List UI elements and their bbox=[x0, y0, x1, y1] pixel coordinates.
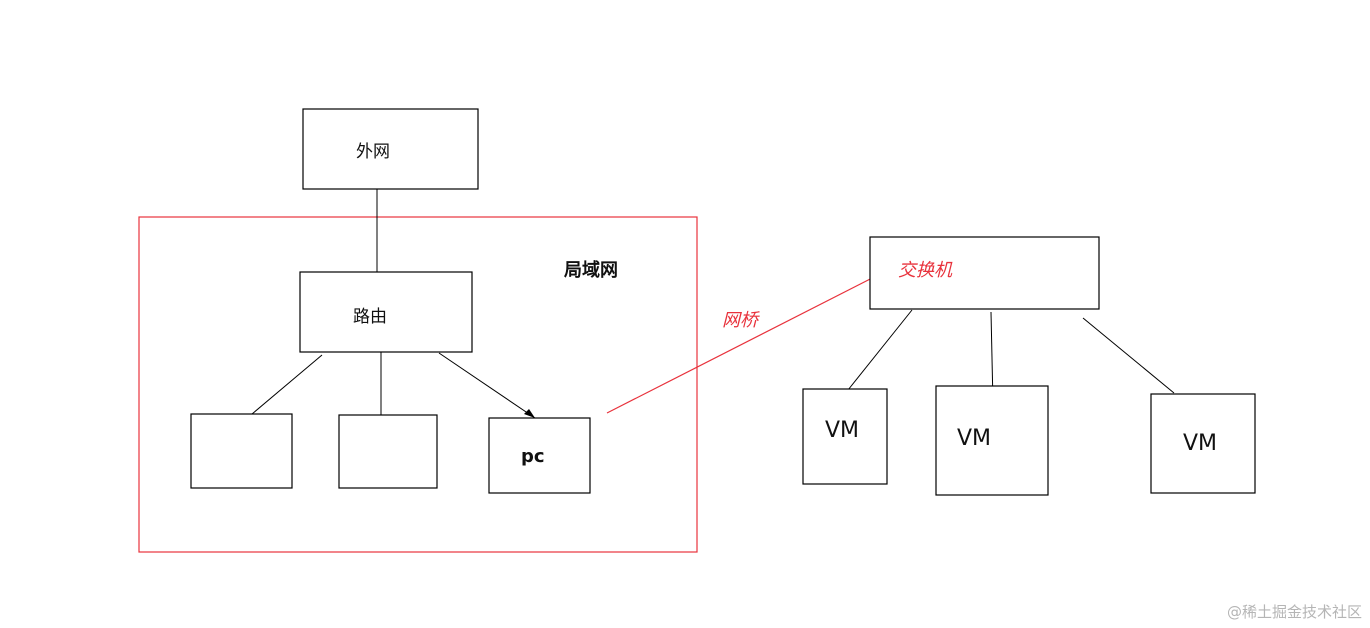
vm-1-node bbox=[802, 388, 888, 485]
vm-3-node bbox=[1150, 393, 1256, 494]
vm-2-node bbox=[935, 385, 1049, 496]
router-label: 路由 bbox=[353, 307, 387, 327]
vm-1-label: VM bbox=[825, 418, 859, 443]
pc-node bbox=[488, 417, 591, 494]
edge-router-pc bbox=[438, 352, 536, 419]
internet-label: 外网 bbox=[356, 142, 390, 162]
host-1-node bbox=[190, 413, 293, 489]
edge-router-pc-arrowhead bbox=[524, 409, 535, 418]
bridge-label: 网桥 bbox=[722, 310, 760, 331]
bridge-line bbox=[606, 273, 881, 414]
watermark: @稀土掘金技术社区 bbox=[1226, 603, 1362, 621]
vm-3-label: VM bbox=[1183, 431, 1217, 456]
switch-node bbox=[869, 236, 1100, 310]
edge-switch-vm-1 bbox=[847, 309, 913, 391]
internet-node bbox=[302, 108, 479, 190]
lan-label: 局域网 bbox=[564, 259, 618, 281]
host-2-node bbox=[338, 414, 438, 489]
vm-2-label: VM bbox=[957, 426, 991, 451]
edge-router-host-1 bbox=[251, 354, 323, 415]
router-node bbox=[299, 271, 473, 353]
switch-label: 交换机 bbox=[898, 260, 953, 281]
lan-boundary bbox=[138, 216, 698, 553]
pc-label: pc bbox=[521, 446, 545, 467]
edge-switch-vm-3 bbox=[1082, 317, 1175, 394]
